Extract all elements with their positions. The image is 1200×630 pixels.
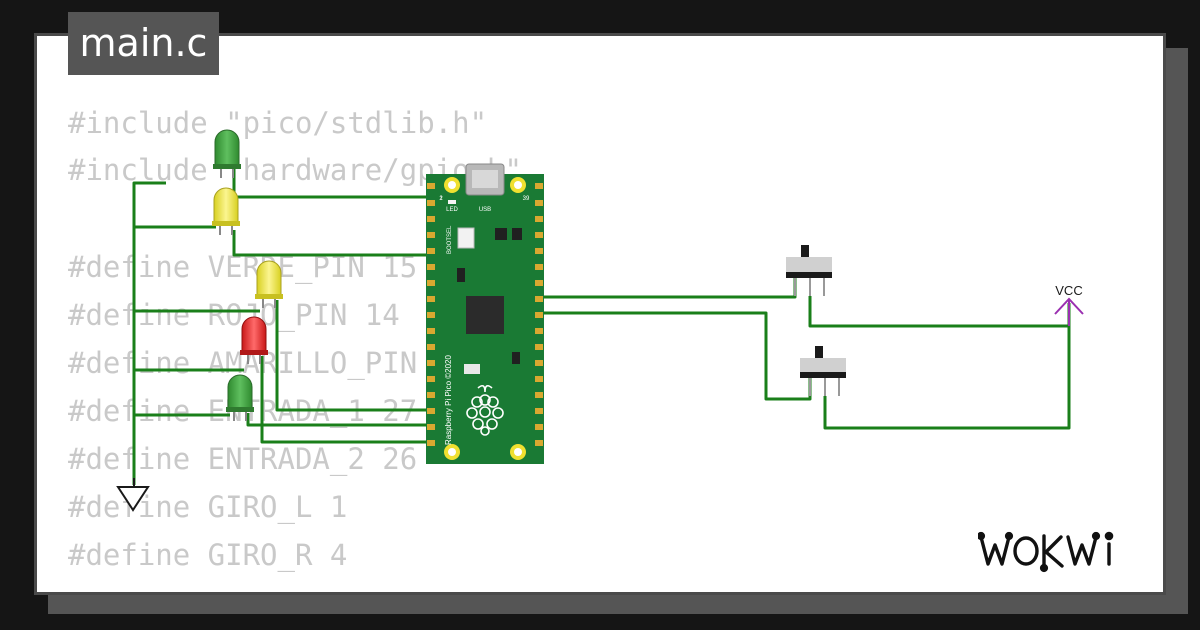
ground-wire bbox=[132, 181, 166, 485]
ground-symbol-icon bbox=[116, 478, 150, 512]
vcc-label: VCC bbox=[1055, 283, 1082, 298]
wires bbox=[132, 168, 1071, 485]
code-line: #include "pico/stdlib.h" bbox=[68, 106, 488, 140]
vcc-wire bbox=[823, 326, 1071, 430]
led-yellow-mid bbox=[255, 260, 283, 308]
code-background: #include "pico/stdlib.h" #include "hardw… bbox=[68, 0, 522, 572]
rp2040-chip bbox=[466, 296, 504, 334]
led-red bbox=[240, 316, 268, 364]
code-line: #define ENTRADA_2 26 bbox=[68, 442, 418, 476]
raspberry-pi-pico-board: USB LED 1 2 39 BOOTSEL Raspberry Pi Pico… bbox=[426, 163, 544, 464]
code-line: #define GIRO_R 4 bbox=[68, 538, 348, 572]
bootsel-label: BOOTSEL bbox=[447, 225, 453, 254]
vcc-symbol-icon: VCC bbox=[1054, 283, 1084, 326]
led-green-top bbox=[213, 129, 241, 178]
vcc-wire bbox=[808, 296, 1071, 328]
led-signal-wire bbox=[246, 413, 432, 427]
bootsel-button bbox=[457, 227, 475, 249]
board-silk-name: Raspberry Pi Pico ©2020 bbox=[444, 355, 453, 445]
switch-wire bbox=[536, 278, 797, 299]
pin-2-label: 2 bbox=[439, 196, 443, 202]
switch-wire bbox=[536, 311, 812, 401]
mounting-holes bbox=[444, 177, 526, 460]
led-label: LED bbox=[446, 207, 458, 213]
usb-label: USB bbox=[479, 207, 491, 213]
file-tab[interactable]: main.c bbox=[68, 12, 219, 75]
board-pins bbox=[427, 183, 543, 446]
led-green-bottom bbox=[226, 374, 254, 421]
slide-switch-1 bbox=[786, 245, 832, 296]
led-signal-wire bbox=[232, 168, 432, 199]
led-signal-wire bbox=[260, 356, 432, 444]
led-yellow-top bbox=[212, 187, 240, 235]
raspberry-pi-logo-icon bbox=[466, 384, 504, 436]
pin-1-label: 1 bbox=[439, 196, 443, 202]
led-signal-wire bbox=[232, 230, 432, 257]
slide-switch-2 bbox=[800, 346, 846, 396]
wokwi-logo-icon bbox=[978, 531, 1114, 573]
led-signal-wire bbox=[275, 300, 432, 412]
pin-39-label: 39 bbox=[523, 196, 530, 202]
